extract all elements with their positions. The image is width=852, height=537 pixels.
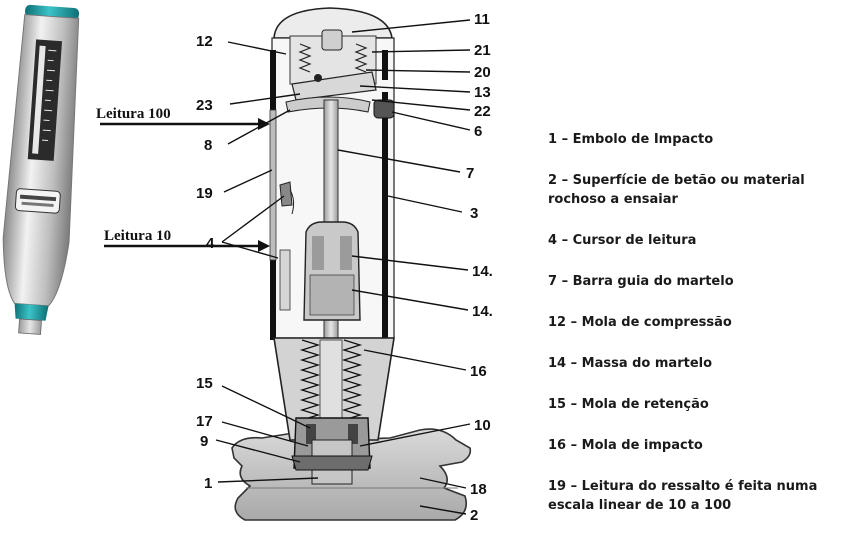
callout-22: 22 — [474, 103, 491, 120]
legend-item-15: 15 – Mola de retenção — [548, 395, 848, 414]
callout-19: 19 — [196, 185, 213, 202]
legend-item-14: 14 – Massa do martelo — [548, 354, 848, 373]
callout-14-b: 14. — [472, 303, 493, 320]
reading-10-label: Leitura 10 — [104, 228, 171, 244]
callout-6: 6 — [474, 123, 482, 140]
reading-cursor — [280, 182, 292, 206]
legend-item-19: 19 – Leitura do ressalto é feita numa es… — [548, 477, 848, 515]
legend-item-2: 2 – Superfície de betão ou material roch… — [548, 171, 848, 209]
callout-4: 4 — [206, 235, 215, 252]
callout-21: 21 — [474, 42, 491, 59]
legend-item-7: 7 – Barra guia do martelo — [548, 272, 848, 291]
callout-1: 1 — [204, 475, 212, 492]
callout-16: 16 — [470, 363, 487, 380]
callout-8: 8 — [204, 137, 212, 154]
cross-section — [232, 8, 470, 520]
callout-15: 15 — [196, 375, 213, 392]
hammer-plunger-tip — [19, 319, 42, 335]
callout-9: 9 — [200, 433, 208, 450]
legend-item-4: 4 – Cursor de leitura — [548, 231, 848, 250]
push-button — [374, 100, 394, 118]
callout-14-a: 14. — [472, 263, 493, 280]
reading-100-label: Leitura 100 — [96, 106, 171, 122]
callout-13: 13 — [474, 84, 491, 101]
callout-20: 20 — [474, 64, 491, 81]
legend-item-12: 12 – Mola de compressão — [548, 313, 848, 332]
arrow-right-icon — [258, 118, 270, 130]
callout-3: 3 — [470, 205, 478, 222]
hammer-teal-ring — [14, 304, 49, 321]
callout-10: 10 — [474, 417, 491, 434]
legend-item-1: 1 – Embolo de Impacto — [548, 130, 848, 149]
legend-item-16: 16 – Mola de impacto — [548, 436, 848, 455]
rebound-hammer-photo — [0, 4, 85, 336]
callout-12: 12 — [196, 33, 213, 50]
callout-11: 11 — [474, 11, 490, 28]
callout-7: 7 — [466, 165, 474, 182]
callout-2: 2 — [470, 507, 478, 524]
callout-18: 18 — [470, 481, 487, 498]
callout-23: 23 — [196, 97, 213, 114]
legend: 1 – Embolo de Impacto 2 – Superfície de … — [548, 130, 848, 537]
callout-17: 17 — [196, 413, 213, 430]
arrow-right-icon — [258, 240, 270, 252]
